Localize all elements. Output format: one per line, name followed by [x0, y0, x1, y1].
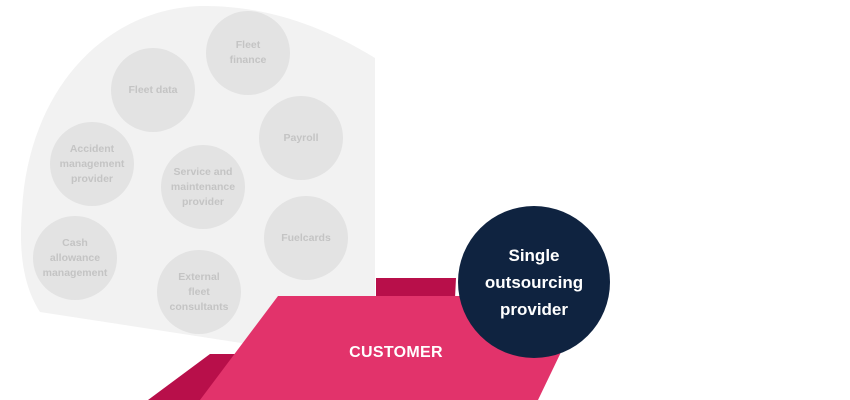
service-label: External fleet consultants — [169, 270, 229, 313]
service-label: Service and maintenance provider — [170, 165, 236, 208]
service-label: Payroll — [283, 131, 319, 144]
service-label: Fleet finance — [229, 39, 267, 66]
provider-label: Single outsourcing provider — [484, 245, 584, 319]
service-label: Accident management provider — [59, 142, 125, 185]
customer-label: CUSTOMER — [349, 344, 443, 361]
service-label: Cash allowance management — [42, 236, 108, 279]
service-bubble-fleet-data: Fleet data — [111, 48, 195, 132]
service-bubble-fuelcards: Fuelcards — [264, 196, 348, 280]
service-label: Fleet data — [128, 83, 178, 96]
service-bubble-cash-allowance: Cash allowance management — [33, 216, 117, 300]
service-bubble-external-consultants: External fleet consultants — [157, 250, 241, 334]
service-bubble-service-maintenance: Service and maintenance provider — [161, 145, 245, 229]
service-bubble-accident-management: Accident management provider — [50, 122, 134, 206]
service-label: Fuelcards — [281, 231, 331, 244]
single-provider-node: Single outsourcing provider — [458, 206, 610, 358]
service-bubble-payroll: Payroll — [259, 96, 343, 180]
service-bubble-fleet-finance: Fleet finance — [206, 11, 290, 95]
